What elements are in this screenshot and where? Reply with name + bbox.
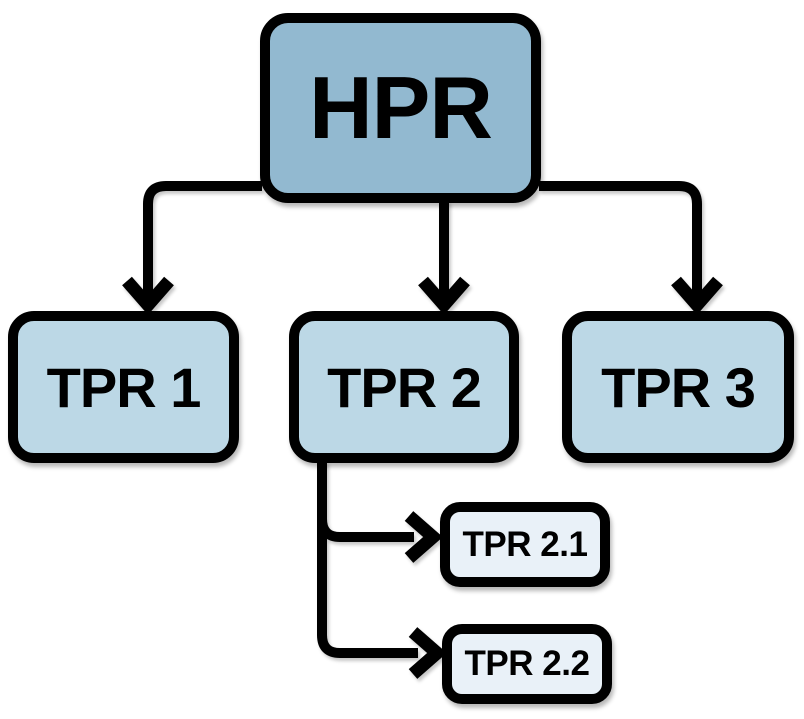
node-tpr3-label: TPR 3 (601, 355, 756, 419)
node-tpr2: TPR 2 (289, 311, 519, 463)
node-tpr1-label: TPR 1 (46, 355, 202, 419)
node-tpr21: TPR 2.1 (440, 502, 610, 587)
arrowhead-right-tpr22 (408, 627, 447, 679)
node-tpr2-label: TPR 2 (327, 355, 482, 419)
node-tpr21-label: TPR 2.1 (462, 524, 588, 564)
arrowhead-down-tpr3 (671, 276, 723, 315)
node-tpr22: TPR 2.2 (442, 624, 612, 704)
arrowhead-down-tpr2 (418, 276, 470, 315)
edge-tpr2-tpr22 (317, 461, 418, 658)
node-tpr22-label: TPR 2.2 (464, 644, 590, 683)
node-hpr-label: HPR (309, 58, 493, 157)
node-tpr3: TPR 3 (562, 311, 794, 463)
arrowhead-down-tpr1 (122, 276, 174, 315)
edge-hpr-tpr3 (539, 181, 702, 296)
node-hpr: HPR (260, 13, 541, 203)
edge-tpr2-tpr21 (317, 518, 414, 542)
arrowhead-right-tpr21 (404, 511, 443, 563)
node-tpr1: TPR 1 (8, 311, 239, 463)
edge-hpr-tpr1 (143, 181, 262, 296)
